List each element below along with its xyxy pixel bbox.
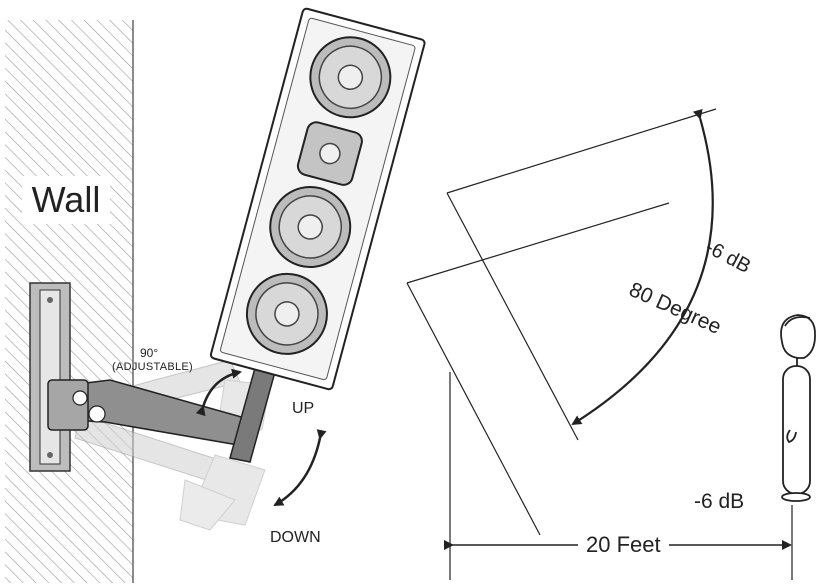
- coverage-line-lower-back: [406, 202, 670, 284]
- wall-label: Wall: [22, 176, 110, 224]
- wall-mount-plate: [29, 282, 71, 472]
- woofer-top: [309, 36, 392, 119]
- adjustable-label: (ADJUSTABLE): [112, 361, 194, 373]
- up-down-arrow: [273, 429, 327, 507]
- bracket-arm: [47, 367, 276, 463]
- coverage-line-upper-edge: [446, 192, 579, 441]
- coverage-angle-arc-arrow: [571, 108, 714, 426]
- up-label: UP: [292, 400, 315, 417]
- listener-figure: [780, 314, 816, 502]
- woofer-bottom: [245, 272, 328, 355]
- speaker-cabinet: [209, 7, 426, 391]
- down-label: DOWN: [270, 529, 321, 546]
- coverage-line-upper-back: [446, 108, 717, 194]
- attenuation-listener-label: -6 dB: [694, 490, 745, 513]
- distance-label: 20 Feet: [578, 532, 669, 558]
- tweeter: [296, 121, 363, 186]
- adjust-degrees-label: 90°: [140, 346, 159, 360]
- coverage-line-lower-edge: [406, 282, 541, 536]
- woofer-middle: [269, 185, 352, 268]
- tilt-adjust-arrow: [195, 368, 242, 417]
